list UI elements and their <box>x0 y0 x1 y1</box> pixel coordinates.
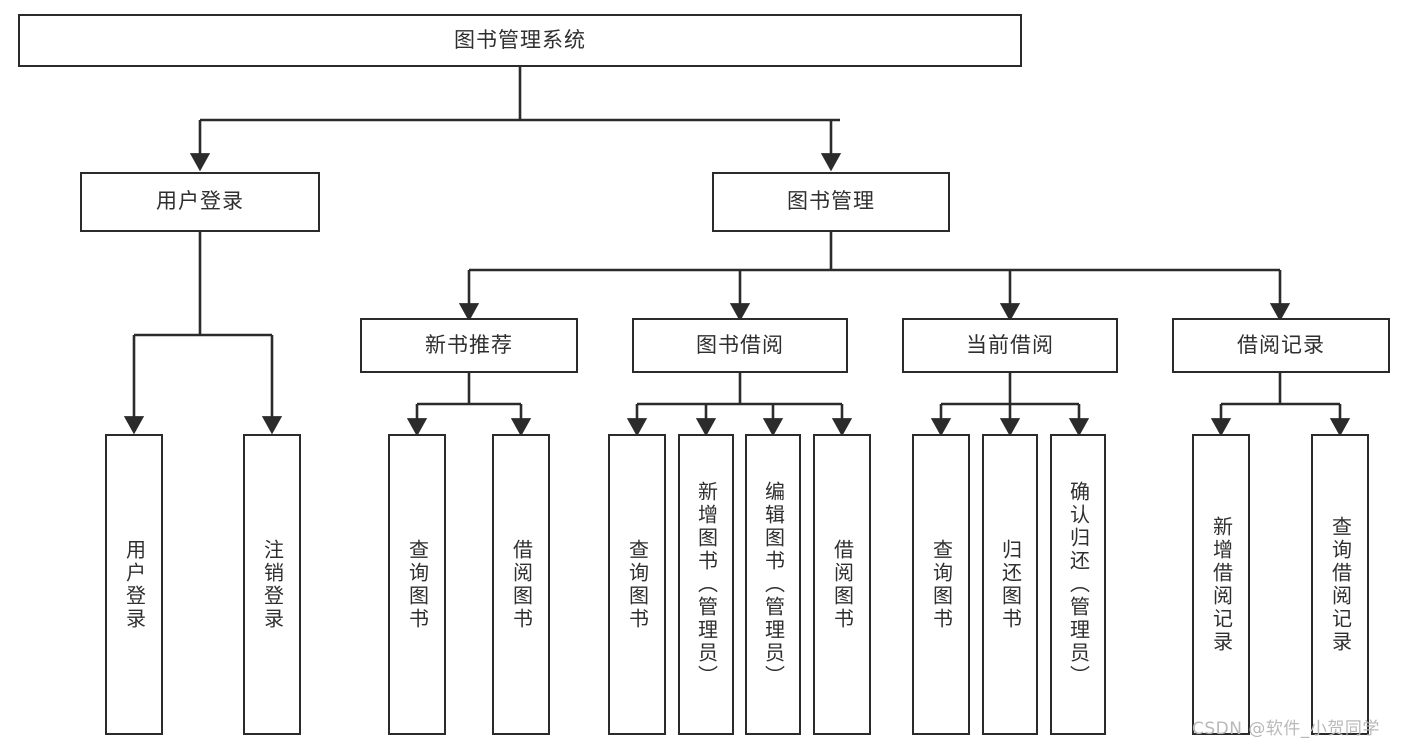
node-user-login[interactable]: 用户登录 <box>80 172 320 232</box>
node-leaf-query-book-3[interactable]: 查询图书 <box>912 434 970 735</box>
watermark: CSDN @软件_小贺同学 <box>1192 719 1380 739</box>
node-borrow-record-label: 借阅记录 <box>1237 332 1325 357</box>
node-leaf-query-book-1[interactable]: 查询图书 <box>388 434 446 735</box>
node-book-borrow[interactable]: 图书借阅 <box>632 318 848 373</box>
node-leaf-query-book-2[interactable]: 查询图书 <box>608 434 666 735</box>
node-root[interactable]: 图书管理系统 <box>18 14 1022 67</box>
node-book-manage-label: 图书管理 <box>787 189 875 214</box>
node-user-login-label: 用户登录 <box>156 189 244 214</box>
node-leaf-add-book-label: 新增图书（管理员） <box>694 481 719 688</box>
node-leaf-borrow-book-1[interactable]: 借阅图书 <box>492 434 550 735</box>
node-leaf-query-book-2-label: 查询图书 <box>625 538 650 631</box>
node-leaf-query-record-label: 查询借阅记录 <box>1328 515 1353 654</box>
node-borrow-record[interactable]: 借阅记录 <box>1172 318 1390 373</box>
node-leaf-return-book[interactable]: 归还图书 <box>982 434 1038 735</box>
node-leaf-borrow-book-1-label: 借阅图书 <box>509 538 534 631</box>
node-book-borrow-label: 图书借阅 <box>696 332 784 357</box>
node-leaf-borrow-book-2[interactable]: 借阅图书 <box>813 434 871 735</box>
node-new-book-recommend-label: 新书推荐 <box>425 332 513 357</box>
node-leaf-return-book-label: 归还图书 <box>998 538 1023 631</box>
node-root-label: 图书管理系统 <box>454 27 586 52</box>
node-leaf-add-record-label: 新增借阅记录 <box>1209 515 1234 654</box>
node-book-manage[interactable]: 图书管理 <box>712 172 950 232</box>
node-leaf-logout-login-label: 注销登录 <box>260 538 285 631</box>
node-new-book-recommend[interactable]: 新书推荐 <box>360 318 578 373</box>
node-leaf-borrow-book-2-label: 借阅图书 <box>830 538 855 631</box>
node-current-borrow[interactable]: 当前借阅 <box>902 318 1118 373</box>
node-leaf-edit-book-label: 编辑图书（管理员） <box>761 481 786 688</box>
node-leaf-confirm-return-label: 确认归还（管理员） <box>1066 481 1091 688</box>
node-leaf-query-book-1-label: 查询图书 <box>405 538 430 631</box>
node-leaf-add-record[interactable]: 新增借阅记录 <box>1192 434 1250 735</box>
node-leaf-add-book[interactable]: 新增图书（管理员） <box>678 434 734 735</box>
node-leaf-confirm-return[interactable]: 确认归还（管理员） <box>1050 434 1106 735</box>
node-leaf-query-record[interactable]: 查询借阅记录 <box>1311 434 1369 735</box>
node-current-borrow-label: 当前借阅 <box>966 332 1054 357</box>
node-leaf-user-login-label: 用户登录 <box>122 538 147 631</box>
node-leaf-edit-book[interactable]: 编辑图书（管理员） <box>745 434 801 735</box>
node-leaf-logout-login[interactable]: 注销登录 <box>243 434 301 735</box>
node-leaf-query-book-3-label: 查询图书 <box>929 538 954 631</box>
node-leaf-user-login[interactable]: 用户登录 <box>105 434 163 735</box>
